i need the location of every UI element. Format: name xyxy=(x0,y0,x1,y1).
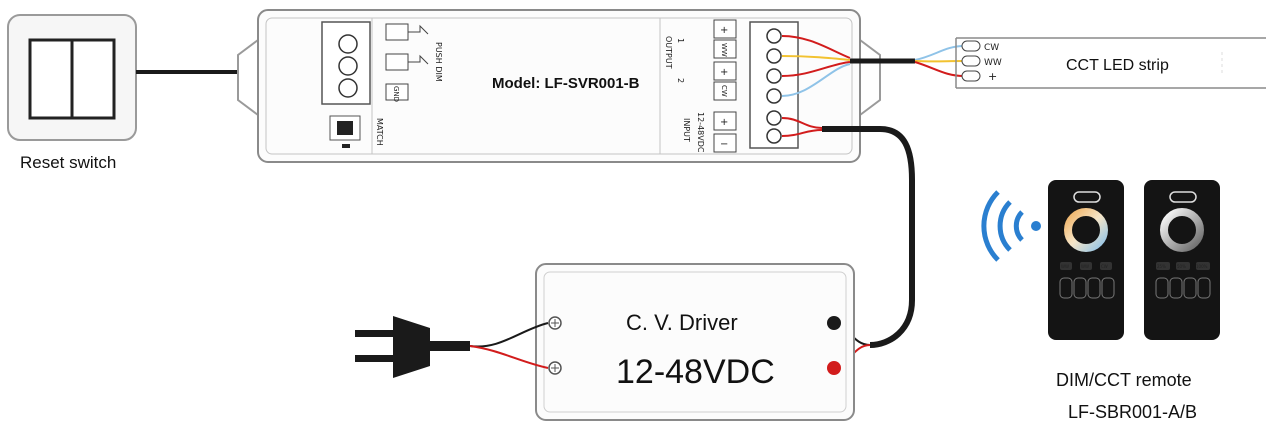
out2-cw: CW xyxy=(720,85,728,97)
driver-title: C. V. Driver xyxy=(626,310,738,335)
remote-model: LF-SBR001-A/B xyxy=(1068,402,1197,422)
output-wires xyxy=(781,35,965,97)
remote-b-btn-3: 100% xyxy=(1196,264,1208,269)
in-plus: + xyxy=(720,117,728,128)
driver-voltage: 12-48VDC xyxy=(616,353,775,391)
strip-pin-ww: WW xyxy=(984,58,1002,68)
remote-b-btn-2: 50% xyxy=(1177,264,1186,269)
out1-plus: + xyxy=(720,25,728,36)
input-label: INPUT xyxy=(682,118,691,142)
input-voltage-label: 12-48VDC xyxy=(696,112,705,153)
match-label: MATCH xyxy=(375,118,384,146)
ch1-label: 1 xyxy=(676,38,685,43)
out2-plus: + xyxy=(720,67,728,78)
in-minus: − xyxy=(720,139,728,150)
led-strip-label: CCT LED strip xyxy=(1066,57,1169,74)
reset-switch xyxy=(7,14,137,141)
output-label: OUTPUT xyxy=(664,36,673,69)
out1-ww: WW xyxy=(720,43,728,57)
remote-a-btn-3: CW xyxy=(1101,264,1108,269)
ch2-label: 2 xyxy=(676,78,685,83)
reset-switch-label: Reset switch xyxy=(20,153,116,172)
cv-driver xyxy=(535,263,855,421)
controller-model: Model: LF-SVR001-B xyxy=(492,75,640,92)
power-plug xyxy=(355,316,549,378)
controller-body xyxy=(237,9,881,163)
led-strip xyxy=(955,37,1266,89)
remote-title: DIM/CCT remote xyxy=(1056,370,1192,390)
remote-a xyxy=(1048,180,1124,340)
wifi-icon xyxy=(981,190,1041,262)
strip-pin-plus: + xyxy=(988,70,997,83)
strip-pin-cw: CW xyxy=(984,43,999,53)
remote-a-btn-1: WW xyxy=(1061,264,1069,269)
remote-a-btn-2: WW xyxy=(1081,264,1089,269)
push-dim-label: PUSH DIM xyxy=(434,42,443,82)
remote-b xyxy=(1144,180,1220,340)
remote-b-btn-1: 25% xyxy=(1157,264,1166,269)
gnd-label: GND xyxy=(392,86,400,102)
